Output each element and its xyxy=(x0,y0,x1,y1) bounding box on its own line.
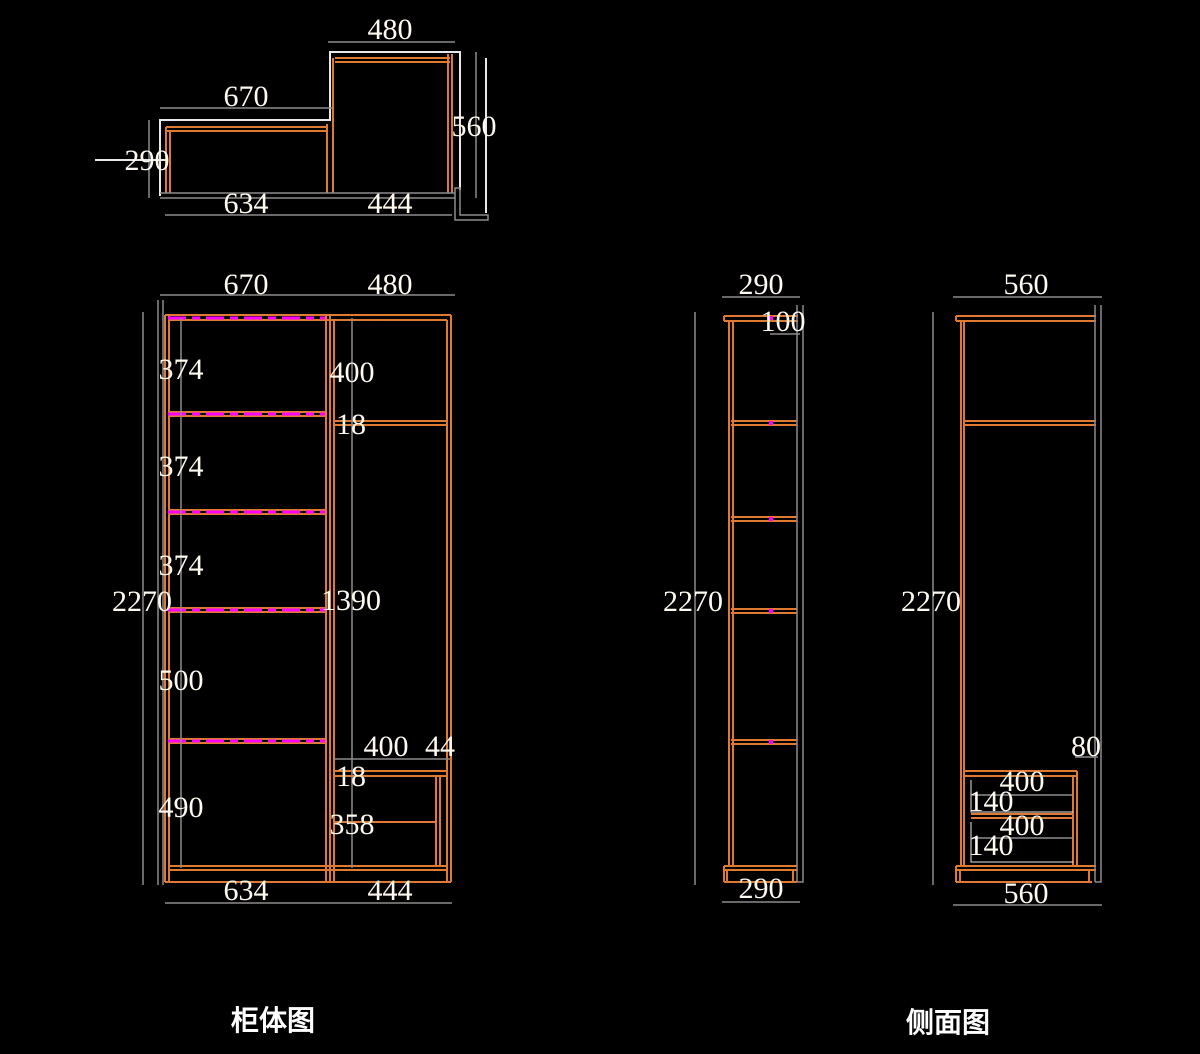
dim-left-section-3: 374 xyxy=(159,549,204,582)
narrow-base xyxy=(723,865,797,883)
plan-view: 480 670 290 560 634 444 xyxy=(95,13,497,221)
dim-plan-top-left: 670 xyxy=(224,80,269,113)
dim-wide-total-height: 2270 xyxy=(901,585,961,618)
cabinet-center-divider xyxy=(325,315,335,882)
narrow-pin-3 xyxy=(769,517,773,521)
wide-upper-shelf xyxy=(963,420,1096,426)
wide-base xyxy=(955,865,1096,883)
caption-side-view: 侧面图 xyxy=(906,1006,990,1039)
dim-cabinet-bottom-right: 444 xyxy=(368,874,413,907)
dim-plan-bottom-right: 444 xyxy=(368,187,413,220)
dim-wide-top-depth: 560 xyxy=(1004,268,1049,301)
caption-cabinet-view: 柜体图 xyxy=(231,1004,315,1037)
dim-plan-depth-right: 560 xyxy=(452,110,497,143)
dim-narrow-top-depth: 290 xyxy=(739,268,784,301)
narrow-back-panel xyxy=(728,321,734,866)
dim-cabinet-top-right: 480 xyxy=(368,268,413,301)
dim-left-section-4: 500 xyxy=(159,664,204,697)
dim-left-section-2: 374 xyxy=(159,450,204,483)
dim-wide-drawer-depth-1: 400 xyxy=(1000,765,1045,798)
narrow-pin-2 xyxy=(769,421,773,425)
dim-narrow-top-offset: 100 xyxy=(761,305,806,338)
plan-right-side-panel xyxy=(447,54,453,193)
dim-narrow-total-height: 2270 xyxy=(663,585,723,618)
dim-drawer-width: 400 xyxy=(364,730,409,763)
dim-narrow-bottom-depth: 290 xyxy=(739,872,784,905)
dim-cabinet-top-left: 670 xyxy=(224,268,269,301)
dim-plan-top-right: 480 xyxy=(368,13,413,46)
dim-drawer-panel-thickness: 18 xyxy=(336,760,366,793)
dim-wide-drawer-depth-2: 400 xyxy=(1000,809,1045,842)
plan-base-line xyxy=(160,192,455,199)
wide-drawer-inner xyxy=(970,780,1073,863)
wide-back-panel xyxy=(960,321,965,866)
plan-left-back-panel xyxy=(166,126,328,132)
cabinet-drawer-top xyxy=(334,770,447,777)
plan-divider-panel xyxy=(326,58,334,193)
dim-wide-drawer-height-1: 140 xyxy=(969,785,1014,818)
dim-plan-depth-left: 290 xyxy=(125,144,170,177)
cabinet-front-view: 670 480 374 374 374 500 490 2270 400 18 … xyxy=(112,268,455,907)
cabinet-outer-guide xyxy=(157,300,164,885)
dim-drawer-height: 358 xyxy=(330,808,375,841)
dim-drawer-offset: 44 xyxy=(425,730,455,763)
dim-plan-bottom-left: 634 xyxy=(224,187,269,220)
plan-right-back-panel xyxy=(335,57,450,63)
wide-drawer-box xyxy=(963,770,1078,866)
narrow-pin-1 xyxy=(769,316,773,320)
cabinet-left-shelf-frame xyxy=(169,411,326,744)
dim-left-section-5: 490 xyxy=(159,791,204,824)
narrow-top-panel xyxy=(723,315,798,322)
dim-cabinet-bottom-left: 634 xyxy=(224,874,269,907)
cabinet-right-side-panel xyxy=(446,315,452,882)
narrow-pin-4 xyxy=(769,609,773,613)
side-view-narrow: 290 100 2270 290 xyxy=(663,268,806,905)
dim-wide-drawer-height-2: 140 xyxy=(969,829,1014,862)
narrow-front-edge xyxy=(796,305,804,883)
dim-right-middle-section: 1390 xyxy=(321,584,381,617)
dim-wide-drawer-offset: 80 xyxy=(1071,730,1101,763)
plan-corner-detail xyxy=(454,187,489,221)
dim-right-panel-thickness: 18 xyxy=(336,408,366,441)
dim-line-wide-drawer xyxy=(971,794,1073,839)
narrow-pin-5 xyxy=(769,740,773,744)
cabinet-base xyxy=(165,865,451,883)
cabinet-left-side-panel xyxy=(164,315,170,882)
dim-left-section-1: 374 xyxy=(159,353,204,386)
cabinet-right-upper-shelf xyxy=(334,420,447,426)
cabinet-top-panel xyxy=(165,314,451,321)
dim-right-top-section: 400 xyxy=(330,356,375,389)
dim-wide-bottom-depth: 560 xyxy=(1004,877,1049,910)
wide-top-panel xyxy=(955,315,1096,322)
side-view-wide: 560 2270 80 400 140 400 140 560 xyxy=(901,268,1102,910)
wide-front-edge xyxy=(1094,305,1102,883)
dim-cabinet-total-height: 2270 xyxy=(112,585,172,618)
narrow-shelves xyxy=(731,420,797,745)
cabinet-drawer-side xyxy=(435,776,441,866)
plan-outline xyxy=(159,51,461,196)
